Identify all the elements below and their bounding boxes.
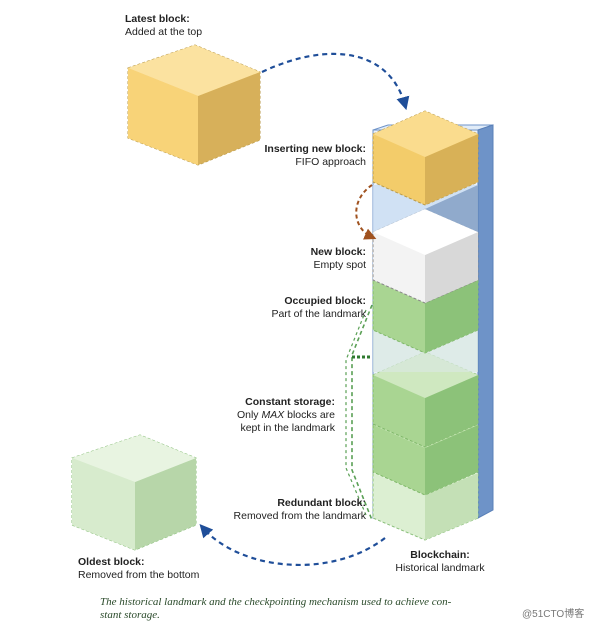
oldest-desc: Removed from the bottom	[78, 569, 200, 581]
latest-block	[127, 44, 261, 166]
inserting-block	[372, 110, 479, 206]
oldest-label: Oldest block: Removed from the bottom	[78, 556, 199, 582]
remove-arrow	[199, 524, 386, 566]
constant-desc2: kept in the landmark	[240, 422, 335, 434]
blockchain-title: Blockchain:	[410, 549, 470, 561]
inserting-label: Inserting new block: FIFO approach	[230, 143, 366, 169]
new-block-desc: Empty spot	[313, 259, 366, 271]
redundant-desc: Removed from the landmark	[233, 510, 366, 522]
blockchain-desc: Historical landmark	[395, 562, 485, 574]
oldest-title: Oldest block:	[78, 556, 145, 568]
latest-label: Latest block: Added at the top	[125, 13, 202, 39]
insert-arrow	[261, 52, 410, 111]
constant-desc-em: MAX	[261, 409, 285, 421]
redundant-label: Redundant block: Removed from the landma…	[200, 497, 366, 523]
constant-storage-bracket-inner	[345, 309, 367, 516]
new-block-title: New block:	[310, 246, 366, 258]
oldest-block	[71, 434, 197, 551]
caption-line1: The historical landmark and the checkpoi…	[100, 596, 452, 608]
fifo-arrow	[355, 184, 377, 240]
new-block	[372, 208, 479, 304]
constant-title: Constant storage:	[245, 396, 335, 408]
occupied-title: Occupied block:	[284, 295, 366, 307]
inserting-gap	[373, 185, 478, 232]
occupied-desc: Part of the landmark	[271, 308, 366, 320]
constant-desc-post: blocks are	[284, 409, 335, 421]
inserting-title: Inserting new block:	[264, 143, 366, 155]
latest-title: Latest block:	[125, 13, 190, 25]
occupied-label: Occupied block: Part of the landmark	[220, 295, 366, 321]
occupied-block-2	[372, 351, 479, 448]
inserting-desc: FIFO approach	[295, 156, 366, 168]
latest-desc: Added at the top	[125, 26, 203, 38]
constant-desc-pre: Only	[236, 409, 262, 421]
constant-storage-bracket	[351, 304, 373, 521]
blockchain-label: Blockchain: Historical landmark	[380, 549, 500, 575]
redundant-title: Redundant block:	[277, 497, 366, 509]
figure-caption: The historical landmark and the checkpoi…	[100, 596, 520, 622]
new-block-label: New block: Empty spot	[240, 246, 366, 272]
caption-line2: stant storage.	[100, 609, 160, 621]
constant-label: Constant storage: Only MAX blocks are ke…	[200, 396, 335, 435]
watermark: @51CTO博客	[522, 609, 585, 620]
